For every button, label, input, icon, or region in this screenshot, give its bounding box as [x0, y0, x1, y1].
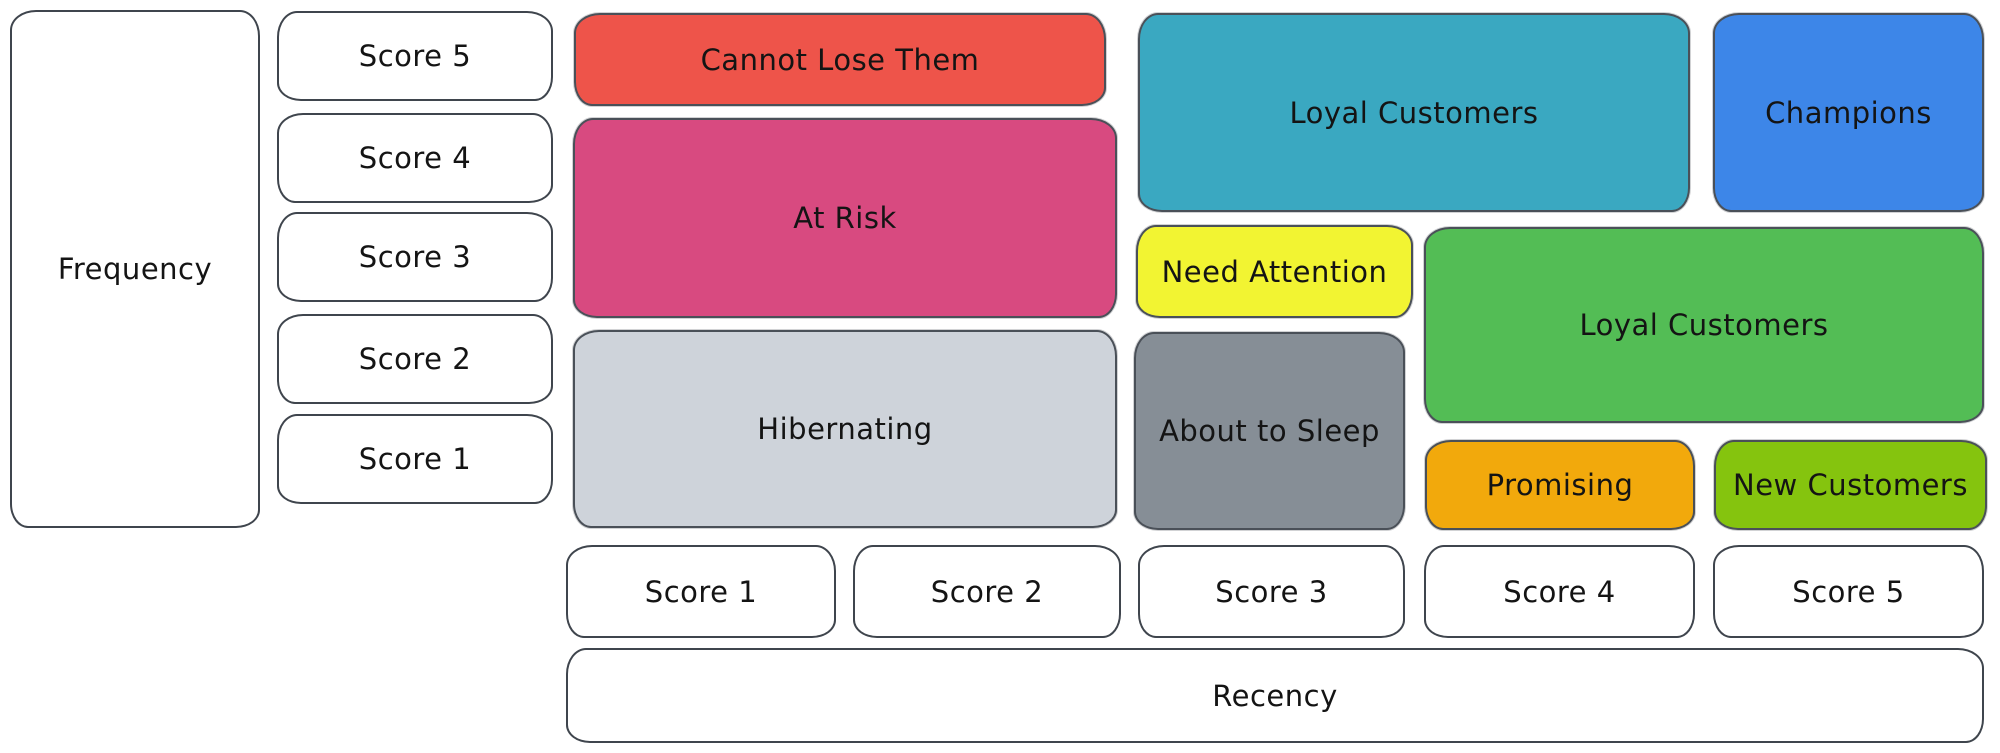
segment-new-customers: New Customers [1714, 440, 1987, 530]
frequency-score-2: Score 2 [277, 314, 553, 404]
segment-cannot-lose-them: Cannot Lose Them [574, 13, 1106, 106]
recency-score-1: Score 1 [566, 545, 836, 638]
segment-about-to-sleep: About to Sleep [1134, 332, 1405, 530]
frequency-score-3: Score 3 [277, 212, 553, 302]
frequency-score-1: Score 1 [277, 414, 553, 504]
segment-hibernating: Hibernating [573, 330, 1117, 528]
frequency-score-5: Score 5 [277, 11, 553, 101]
segment-loyal-customers-top: Loyal Customers [1138, 13, 1690, 212]
segment-need-attention: Need Attention [1136, 225, 1413, 318]
recency-score-2: Score 2 [853, 545, 1121, 638]
segment-champions: Champions [1713, 13, 1984, 212]
recency-score-5: Score 5 [1713, 545, 1984, 638]
frequency-axis-label: Frequency [10, 10, 260, 528]
frequency-score-4: Score 4 [277, 113, 553, 203]
segment-at-risk: At Risk [573, 118, 1117, 318]
segment-loyal-customers-right: Loyal Customers [1424, 227, 1984, 423]
recency-axis-label: Recency [566, 648, 1984, 743]
segment-promising: Promising [1425, 440, 1695, 530]
recency-score-3: Score 3 [1138, 545, 1405, 638]
recency-score-4: Score 4 [1424, 545, 1695, 638]
